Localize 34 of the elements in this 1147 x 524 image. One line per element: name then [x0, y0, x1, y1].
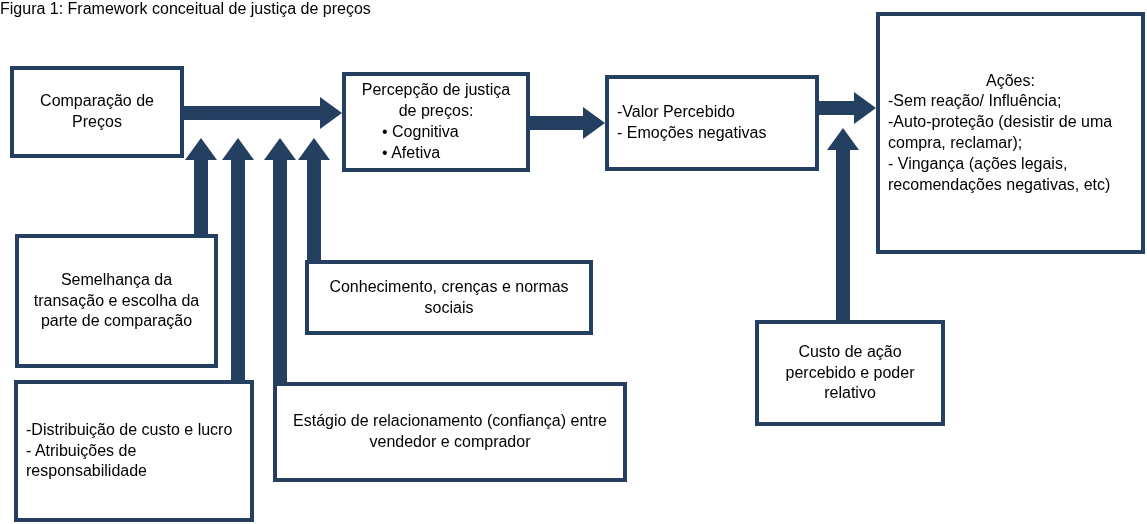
- box-text: - Emoções negativas: [617, 123, 768, 143]
- text-box: [10, 66, 184, 158]
- text-box: [15, 234, 218, 368]
- figure-title: Figura 1: Framework conceitual de justiça de preços: [0, 0, 371, 18]
- box-heading: Ações:: [985, 70, 1036, 91]
- box-text: Semelhança da transação e escolha da parte de comparação: [32, 269, 201, 332]
- box-text: Comparação de Preços: [39, 91, 155, 132]
- text-box: [755, 320, 945, 426]
- bullet-item: • Afetiva: [382, 142, 442, 163]
- text-box: [14, 380, 254, 522]
- box-text: -Auto-proteção (desistir de uma compra, reclamar);: [888, 112, 1114, 153]
- box-text: -Distribuição de custo e lucro: [26, 419, 234, 440]
- block-arrow: [185, 138, 217, 234]
- box-heading: Percepção de justiça de preços:: [360, 80, 512, 122]
- bullet-item: • Cognitiva: [382, 122, 460, 142]
- box-text: -Sem reação/ Influência;: [888, 91, 1063, 112]
- text-box: [876, 12, 1145, 254]
- text-box: [305, 260, 593, 335]
- block-arrow: [264, 138, 296, 382]
- block-arrow: [819, 92, 876, 124]
- block-arrow: [298, 138, 330, 260]
- block-arrow: [222, 138, 254, 380]
- box-text: - Vingança (ações legais, recomendações negativas, etc): [888, 153, 1112, 195]
- text-box: [342, 72, 530, 172]
- box-text: Conhecimento, crenças e normas sociais: [328, 276, 570, 318]
- text-box: [605, 75, 819, 171]
- block-arrow: [530, 107, 605, 139]
- text-box: [273, 382, 627, 482]
- box-text: - Atribuições de responsabilidade: [26, 440, 148, 482]
- block-arrow: [827, 128, 859, 320]
- block-arrow: [184, 97, 342, 129]
- box-text: Estágio de relacionamento (confiança) entre vendedor e comprador: [292, 411, 608, 452]
- box-text: Custo de ação percebido e poder relativo: [784, 341, 916, 404]
- box-text: -Valor Percebido: [617, 102, 736, 123]
